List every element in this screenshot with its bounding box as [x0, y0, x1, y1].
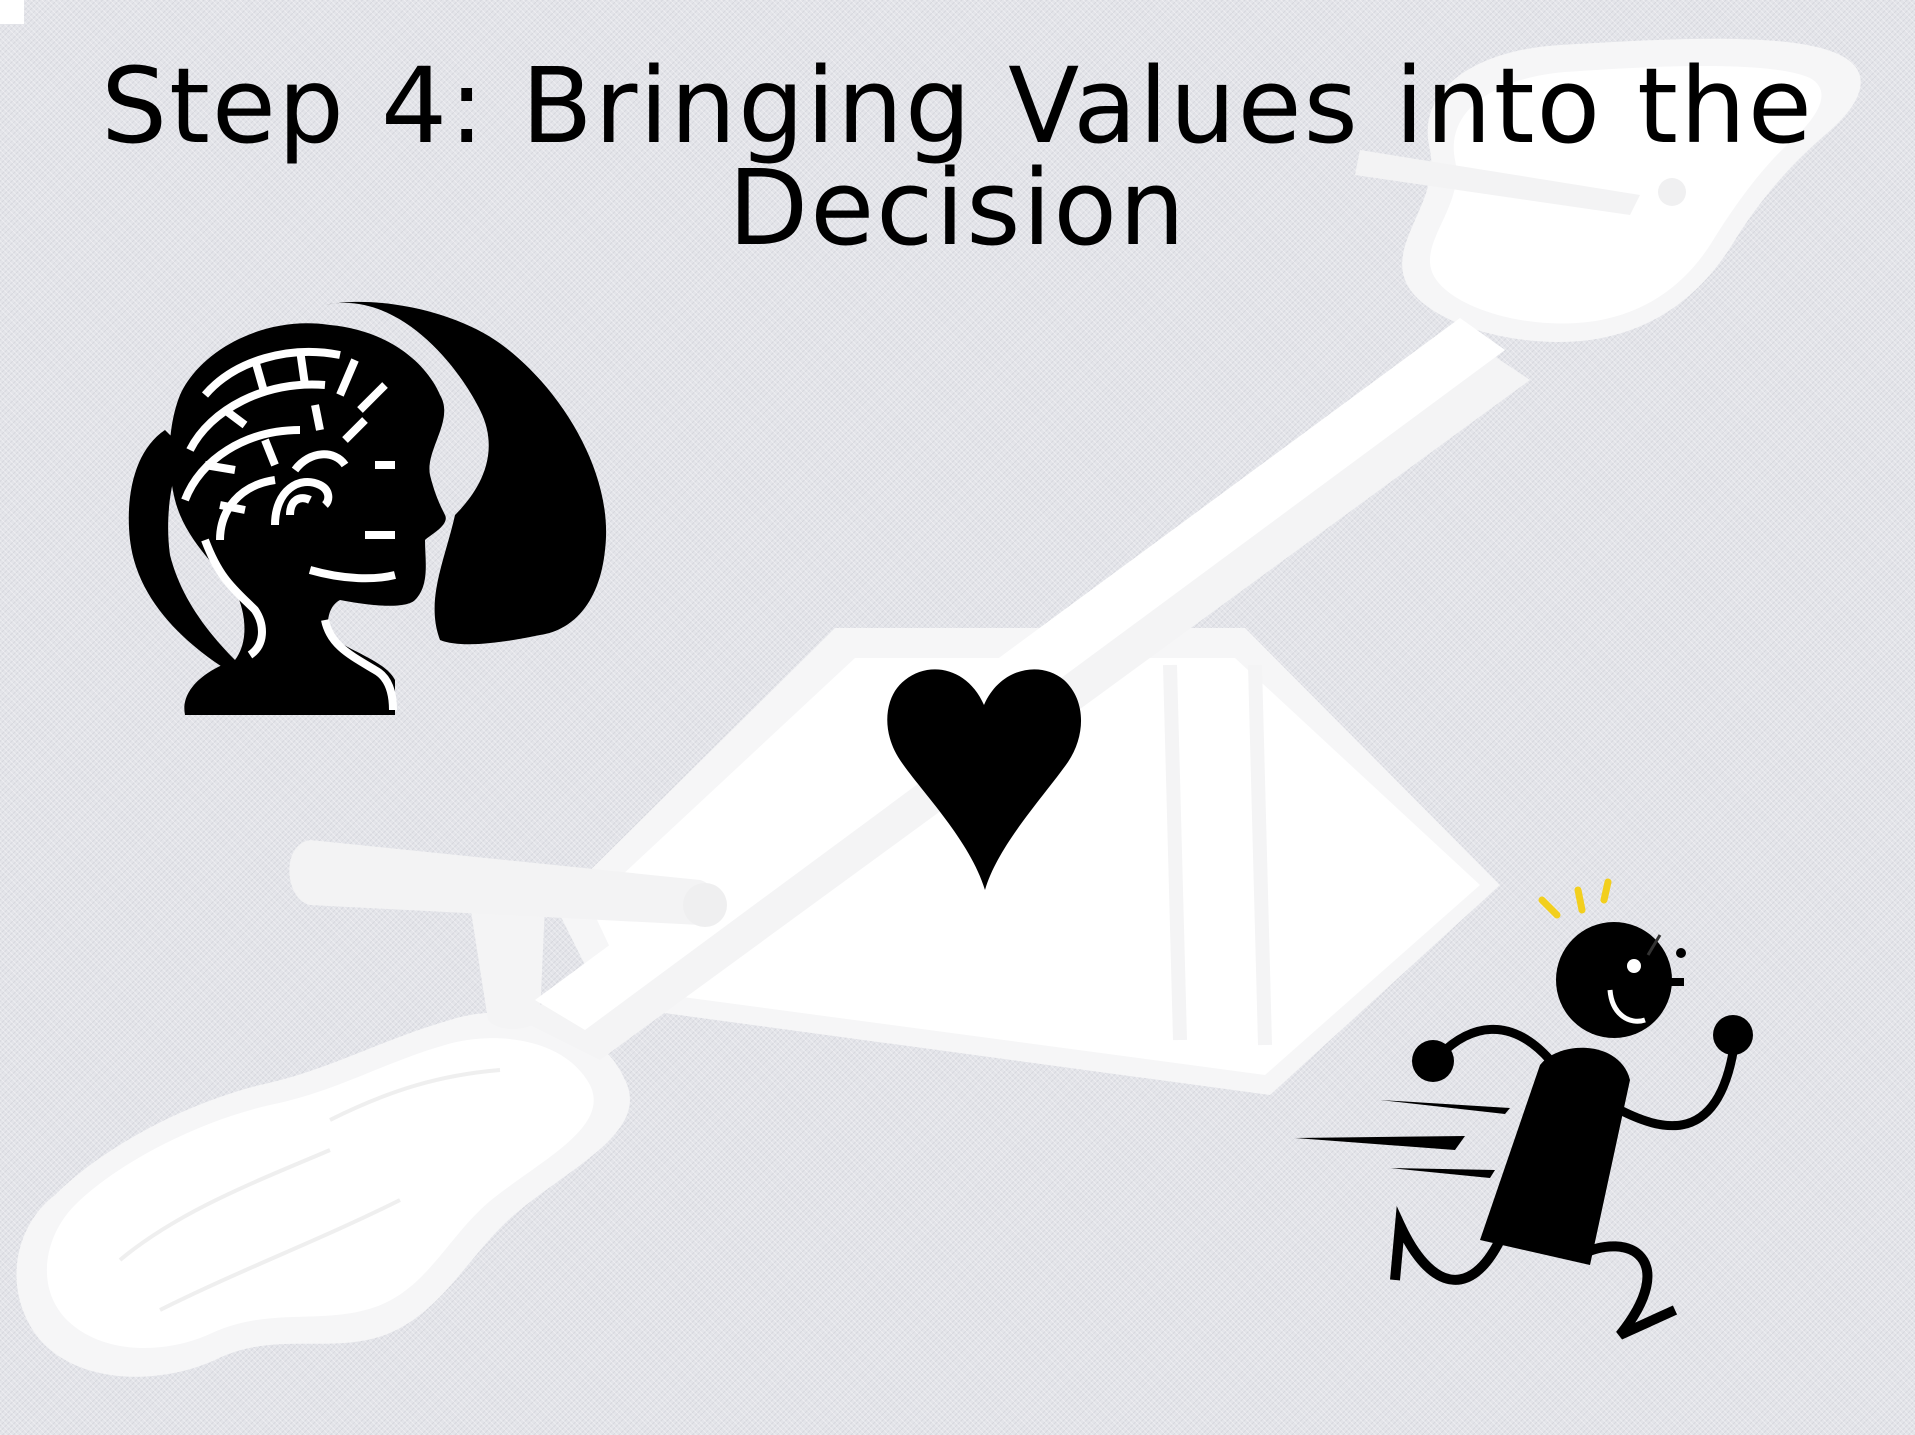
seesaw-lower-seat: [46, 1038, 594, 1348]
slide-title: Step 4: Bringing Values into the Decisio…: [0, 45, 1915, 269]
seesaw-upper-handle: [1355, 150, 1640, 215]
seesaw-upper-bolt: [1658, 178, 1686, 206]
fulcrum-legs: [1163, 664, 1272, 1046]
corner-marker: [0, 0, 24, 24]
heart-icon: [887, 669, 1082, 890]
seesaw-lower-handle: [470, 905, 545, 1030]
seat-grain: [118, 1068, 501, 1312]
seesaw-lower-bolt: [683, 883, 727, 927]
seesaw-lower-crossbar: [289, 840, 717, 925]
thinking-head-icon: [128, 301, 607, 715]
slide-title-line-2: Decision: [728, 147, 1187, 269]
slide-title-line-1: Step 4: Bringing Values into the: [101, 45, 1814, 167]
running-figure-icon: [1295, 878, 1753, 1340]
